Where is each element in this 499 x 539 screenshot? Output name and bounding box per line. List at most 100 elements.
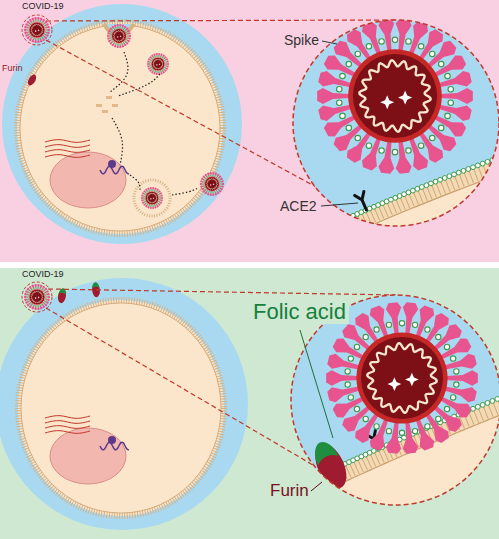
furin-enzyme (57, 288, 67, 304)
illustration-part (363, 334, 368, 339)
illustration-part (327, 387, 359, 403)
illustration-part (124, 29, 126, 31)
extracellular-space (0, 278, 248, 530)
illustration-part (145, 191, 158, 204)
illustration-part (480, 402, 485, 407)
illustration-part (153, 205, 155, 207)
illustration-part (34, 38, 36, 40)
illustration-part (335, 221, 340, 226)
illustration-part (445, 113, 450, 118)
illustration-part (323, 226, 328, 231)
illustration-part (110, 34, 112, 36)
illustration-part (156, 203, 158, 205)
illustration-part (38, 287, 40, 289)
illustration-part (153, 70, 156, 75)
illustration-part (469, 171, 474, 183)
illustration-part (337, 87, 342, 92)
illustration-part (120, 27, 122, 29)
illustration-part (451, 356, 456, 361)
illustration-part (386, 322, 391, 327)
illustration-part (156, 70, 158, 75)
illustration-part (454, 369, 459, 374)
illustration-part (152, 57, 154, 59)
illustration-part (354, 344, 359, 349)
illustration-part (159, 200, 161, 202)
illustration-part (379, 39, 384, 44)
illustration-part (392, 149, 397, 154)
illustration-part (158, 197, 163, 199)
illustration-part (145, 193, 147, 195)
illustration-part (438, 125, 443, 130)
illustration-part (27, 33, 29, 35)
illustration-part (20, 25, 220, 231)
illustration-part (164, 63, 169, 65)
virus-particle (24, 284, 50, 310)
illustration-part (37, 304, 40, 310)
illustration-part (27, 293, 29, 295)
illustration-part (212, 172, 214, 177)
illustration-part (155, 56, 157, 58)
illustration-part (219, 183, 224, 185)
illustration-part (327, 224, 332, 229)
illustration-part (127, 36, 129, 38)
illustration-part (348, 395, 353, 400)
illustration-part (107, 35, 112, 37)
zoom-guide (48, 289, 396, 295)
illustration-part (350, 464, 355, 476)
illustration-part (215, 191, 217, 193)
illustration-part (318, 234, 323, 246)
illustration-part (24, 29, 29, 32)
illustration-part (343, 217, 348, 222)
illustration-part (111, 30, 113, 32)
endoplasmic-reticulum (45, 145, 90, 148)
folic-acid (310, 438, 339, 466)
virus-particle (147, 53, 169, 75)
illustration-part (456, 170, 461, 175)
illustration-part (149, 205, 151, 207)
illustration-part (287, 165, 499, 264)
illustration-part (289, 242, 294, 247)
illustration-part (346, 125, 351, 130)
illustration-part (45, 33, 47, 35)
illustration-part (203, 184, 205, 186)
illustration-part (31, 37, 34, 42)
illustration-part (355, 51, 360, 56)
illustration-part (45, 26, 47, 28)
illustration-part (42, 22, 44, 24)
furin-enzyme (308, 437, 353, 493)
cell (17, 22, 223, 234)
rna-strand (100, 442, 129, 450)
illustration-part (281, 252, 287, 264)
illustration-part (30, 23, 44, 37)
illustration-part (164, 67, 169, 70)
illustration-part (32, 21, 34, 23)
part-label: Spike (284, 33, 319, 48)
illustration-part (114, 28, 116, 30)
illustration-part (220, 182, 222, 184)
illustration-part (112, 29, 114, 31)
illustration-part (451, 395, 456, 400)
illustration-part (474, 411, 479, 423)
illustration-part (44, 291, 46, 293)
capsid-fragment (106, 96, 112, 99)
illustration-part (45, 296, 50, 299)
illustration-part (158, 201, 163, 204)
illustration-part (356, 332, 447, 423)
illustration-part (204, 178, 206, 180)
endoplasmic-reticulum (45, 421, 90, 424)
illustration-part (392, 37, 397, 42)
illustration-part (361, 337, 443, 419)
illustration-part (36, 20, 38, 22)
illustration-part (337, 100, 342, 105)
illustration-part (200, 183, 205, 185)
illustration-part (119, 35, 121, 37)
illustration-part (362, 22, 381, 55)
illustration-part (39, 37, 42, 42)
illustration-part (114, 43, 116, 45)
illustration-part (165, 66, 167, 68)
illustration-part (124, 42, 126, 44)
illustration-part (31, 24, 43, 36)
part-label: COVID-19 (22, 2, 64, 12)
illustration-part (147, 204, 150, 209)
illustration-part (375, 453, 380, 465)
